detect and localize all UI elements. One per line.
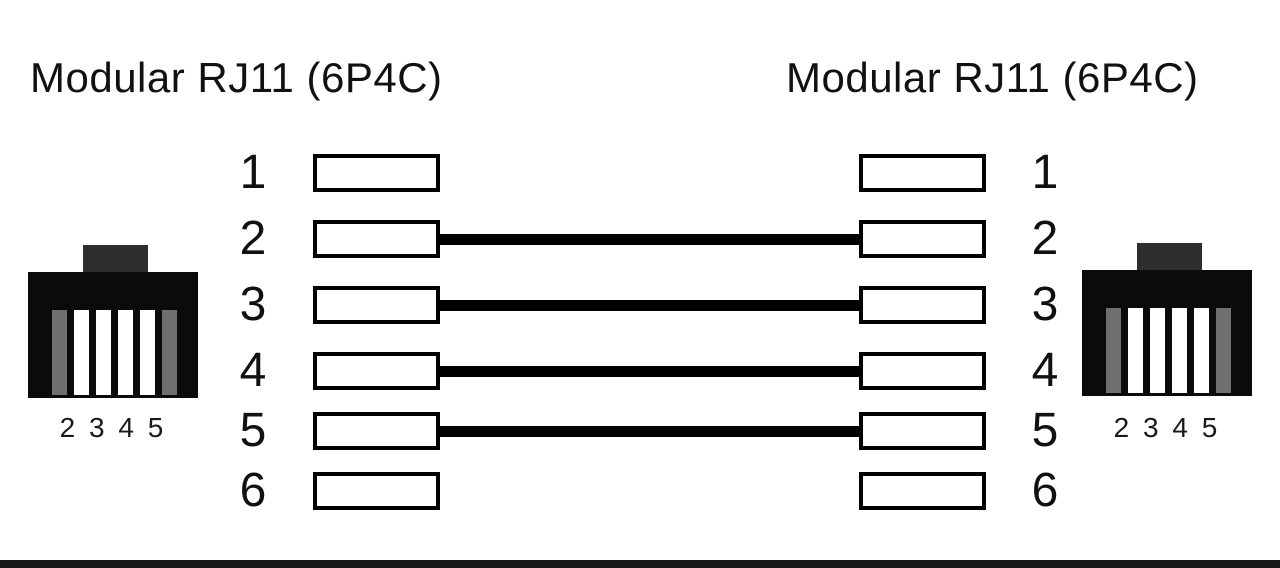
left-connector-pin-numbers: 2 3 4 5 bbox=[59, 412, 167, 443]
pin-number-left-4: 4 bbox=[239, 344, 267, 397]
pin-box-left-2 bbox=[313, 220, 440, 258]
right-connector-title: Modular RJ11 (6P4C) bbox=[786, 54, 1199, 101]
pin-box-right-4 bbox=[859, 352, 986, 390]
bottom-border-bar bbox=[0, 560, 1280, 568]
right-connector-slot-6-unused bbox=[1216, 308, 1231, 393]
pin-number-left-3: 3 bbox=[239, 278, 267, 331]
pin-box-right-1 bbox=[859, 154, 986, 192]
pin-number-left-6: 6 bbox=[239, 464, 267, 517]
pin-box-left-1 bbox=[313, 154, 440, 192]
left-connector-slot-1-unused bbox=[52, 310, 67, 395]
left-connector-clip-tab-icon bbox=[83, 245, 148, 273]
pin-box-left-4 bbox=[313, 352, 440, 390]
pin-number-left-1: 1 bbox=[239, 146, 267, 199]
right-connector-slot-2-used bbox=[1128, 308, 1143, 393]
right-rj11-connector-icon bbox=[1082, 270, 1252, 396]
pin-number-right-2: 2 bbox=[1031, 212, 1059, 265]
pin-number-left-5: 5 bbox=[239, 404, 267, 457]
right-connector-pin-numbers: 2 3 4 5 bbox=[1113, 412, 1221, 443]
left-rj11-connector-icon bbox=[28, 272, 198, 398]
pin-box-left-6 bbox=[313, 472, 440, 510]
pin-number-right-6: 6 bbox=[1031, 464, 1059, 517]
right-connector-clip-tab-icon bbox=[1137, 243, 1202, 271]
pin-box-right-3 bbox=[859, 286, 986, 324]
left-connector-slot-3-used bbox=[96, 310, 111, 395]
pin-box-right-2 bbox=[859, 220, 986, 258]
right-connector-slot-5-used bbox=[1194, 308, 1209, 393]
left-connector-title: Modular RJ11 (6P4C) bbox=[30, 54, 443, 101]
left-connector-slot-4-used bbox=[118, 310, 133, 395]
wire-pin-3 bbox=[433, 300, 865, 311]
pin-number-right-3: 3 bbox=[1031, 278, 1059, 331]
wire-pin-4 bbox=[433, 366, 865, 377]
pin-box-left-3 bbox=[313, 286, 440, 324]
right-connector-slot-4-used bbox=[1172, 308, 1187, 393]
wire-pin-5 bbox=[433, 426, 865, 437]
right-connector-slot-3-used bbox=[1150, 308, 1165, 393]
right-connector-slot-1-unused bbox=[1106, 308, 1121, 393]
pin-number-right-4: 4 bbox=[1031, 344, 1059, 397]
left-connector-slot-2-used bbox=[74, 310, 89, 395]
pin-number-right-5: 5 bbox=[1031, 404, 1059, 457]
pin-number-right-1: 1 bbox=[1031, 146, 1059, 199]
pin-number-left-2: 2 bbox=[239, 212, 267, 265]
left-connector-slot-6-unused bbox=[162, 310, 177, 395]
left-connector-slot-5-used bbox=[140, 310, 155, 395]
pin-box-left-5 bbox=[313, 412, 440, 450]
pin-box-right-5 bbox=[859, 412, 986, 450]
wire-pin-2 bbox=[433, 234, 865, 245]
pin-box-right-6 bbox=[859, 472, 986, 510]
